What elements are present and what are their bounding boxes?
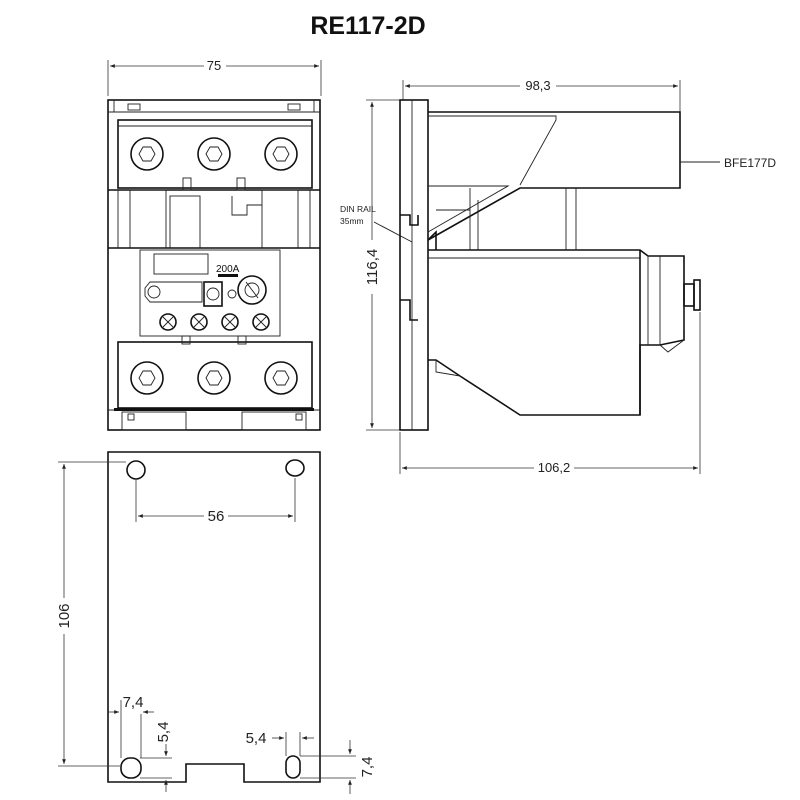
bottom-screw-3 xyxy=(264,361,298,395)
bottom-screw-2 xyxy=(197,361,231,395)
top-screw-2 xyxy=(197,137,231,171)
top-right-hole xyxy=(285,459,305,477)
side-view: 98,3 116,4 DIN RAIL 35mm xyxy=(340,78,776,475)
dim-hole-spacing: 56 xyxy=(208,508,225,525)
aux-screws xyxy=(159,313,270,331)
current-rating-label: 200A xyxy=(216,264,240,275)
dim-side-total-depth: 106,2 xyxy=(538,460,571,475)
front-view: 75 xyxy=(107,58,322,431)
dim-slot-height-left: 5,4 xyxy=(155,722,172,743)
top-screw-1 xyxy=(130,137,164,171)
dim-slot-width-right: 5,4 xyxy=(246,730,267,747)
dim-base-height: 106 xyxy=(56,603,73,628)
bottom-screw-1 xyxy=(130,361,164,395)
din-rail-label-2: 35mm xyxy=(340,216,364,226)
base-view: 56 106 7,4 5,4 5,4 7,4 xyxy=(56,451,376,794)
din-rail-label-1: DIN RAIL xyxy=(340,204,376,214)
bottom-right-hole xyxy=(285,755,301,779)
top-left-hole xyxy=(126,460,146,480)
contactor-reference: BFE177D xyxy=(724,156,776,170)
bottom-left-hole xyxy=(120,757,142,779)
dim-side-height: 116,4 xyxy=(364,249,381,285)
dim-front-width: 75 xyxy=(207,58,221,73)
top-screw-3 xyxy=(264,137,298,171)
dim-side-depth: 98,3 xyxy=(525,78,550,93)
dim-slot-width-left: 7,4 xyxy=(123,694,144,711)
drawing-title: RE117-2D xyxy=(310,12,425,40)
dim-slot-height-right: 7,4 xyxy=(359,757,376,778)
